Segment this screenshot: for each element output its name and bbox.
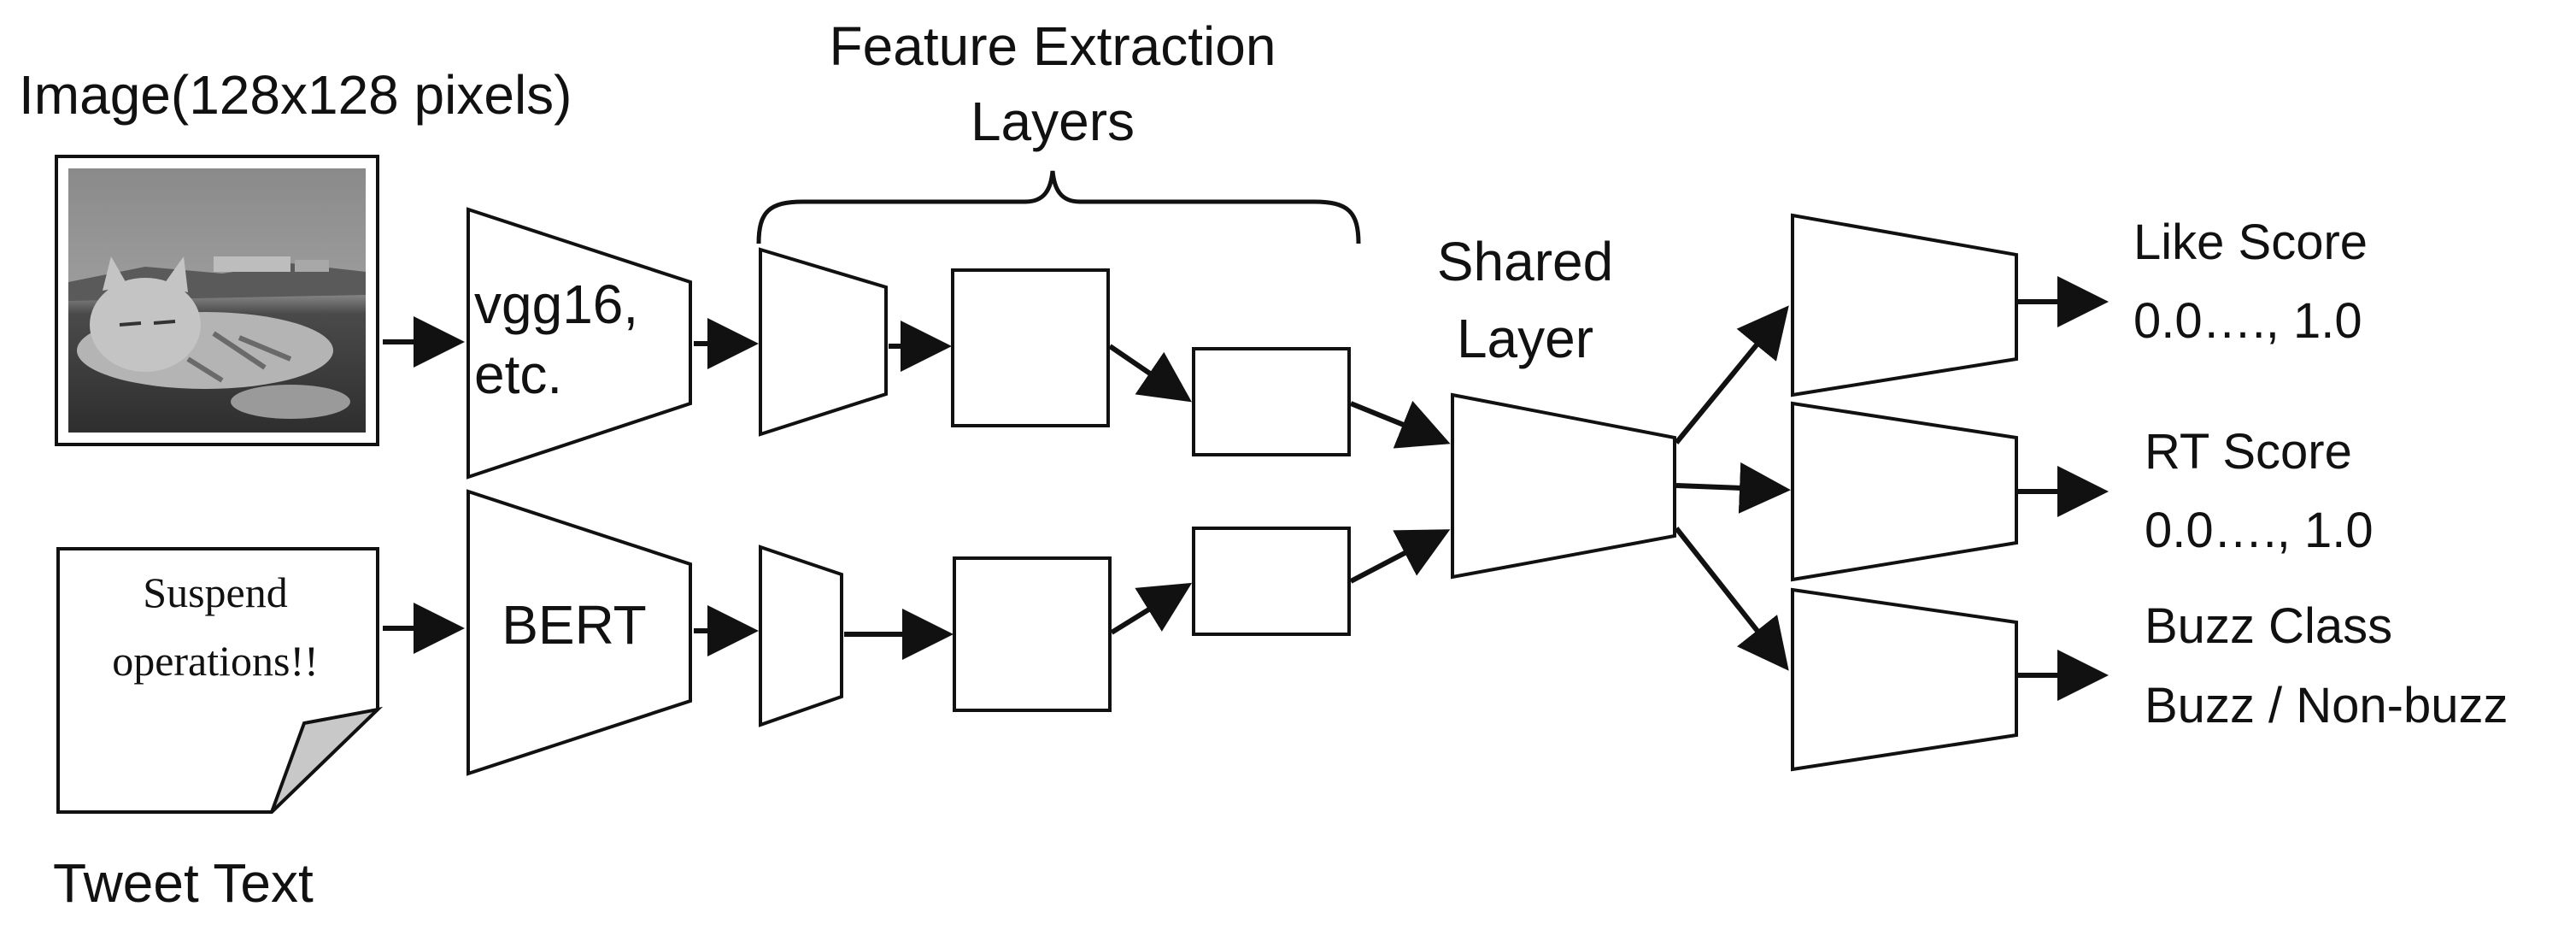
like-score-range: 0.0…., 1.0	[2133, 293, 2362, 349]
tweet-paper	[56, 547, 384, 814]
arrow-shared-to-rt	[1675, 462, 1791, 514]
buzz-class-values: Buzz / Non-buzz	[2145, 678, 2509, 733]
shared-layer-label-line1: Shared	[1437, 231, 1613, 292]
text-feature-trapezoid	[759, 544, 843, 727]
text-feature-box-2	[1192, 527, 1351, 636]
shared-layer-label-line2: Layer	[1457, 308, 1593, 369]
feature-extraction-title-line1: Feature Extraction	[830, 15, 1276, 77]
image-feature-box-2	[1192, 347, 1351, 456]
arrow-image-box2-to-shared	[1349, 400, 1451, 449]
feature-extraction-brace	[756, 170, 1361, 244]
buzz-class-head	[1791, 587, 2018, 772]
rt-score-head	[1791, 401, 2018, 582]
arrow-text-box2-to-shared	[1349, 529, 1451, 584]
arrow-text-box1-to-box2	[1110, 582, 1193, 635]
like-score-label: Like Score	[2133, 215, 2368, 270]
vgg16-backbone	[466, 207, 692, 480]
bert-label: BERT	[502, 594, 647, 656]
tweet-text-line1: Suspend	[143, 568, 287, 616]
vgg16-label-line2: etc.	[474, 344, 562, 405]
image-feature-box-1	[951, 268, 1110, 427]
text-feature-box-1	[953, 556, 1112, 712]
tweet-text-line2: operations!!	[112, 637, 319, 685]
like-score-head	[1791, 213, 2018, 397]
bert-backbone	[466, 489, 692, 776]
tweet-caption: Tweet Text	[53, 852, 314, 914]
image-caption: Image(128x128 pixels)	[19, 64, 572, 126]
arrow-shared-to-buzz	[1674, 527, 1789, 671]
rt-score-label: RT Score	[2145, 424, 2352, 480]
vgg16-label-line1: vgg16,	[474, 274, 638, 335]
image-feature-trapezoid	[759, 247, 888, 437]
rt-score-range: 0.0…., 1.0	[2145, 503, 2374, 558]
arrow-image-box1-to-box2	[1108, 344, 1192, 403]
arrow-shared-to-like	[1674, 305, 1789, 444]
buzz-class-label: Buzz Class	[2145, 598, 2392, 654]
connection-arrows	[383, 276, 2109, 701]
input-image	[55, 155, 379, 446]
feature-extraction-title-line2: Layers	[971, 91, 1135, 152]
shared-layer	[1451, 392, 1676, 580]
